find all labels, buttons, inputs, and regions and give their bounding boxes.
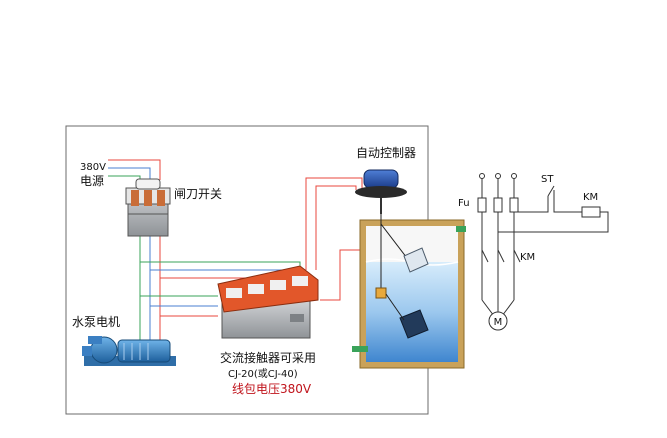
auto-controller-label: 自动控制器 bbox=[356, 146, 416, 160]
km-coil-label: KM bbox=[583, 192, 598, 203]
fuse-label: Fu bbox=[458, 198, 470, 209]
contactor-type-label: CJ-20(或CJ-40) bbox=[228, 368, 298, 380]
control-schematic bbox=[477, 173, 609, 331]
knife-switch bbox=[125, 178, 171, 237]
water-tank bbox=[352, 214, 466, 369]
pump-motor bbox=[82, 336, 176, 366]
auto-controller bbox=[355, 169, 407, 214]
pump-motor-label: 水泵电机 bbox=[72, 315, 120, 329]
power-voltage-label: 380V bbox=[80, 162, 106, 173]
power-source-label: 电源 bbox=[80, 174, 104, 188]
ac-contactor bbox=[217, 265, 319, 339]
knife-switch-label: 闸刀开关 bbox=[174, 187, 222, 201]
start-switch-label: ST bbox=[541, 174, 554, 185]
coil-voltage-label: 线包电压380V bbox=[232, 382, 312, 396]
motor-symbol-label: M bbox=[494, 317, 503, 328]
controller-wires bbox=[305, 177, 372, 301]
km-contacts-label: KM bbox=[520, 252, 535, 263]
contactor-model-label: 交流接触器可采用 bbox=[220, 350, 316, 365]
